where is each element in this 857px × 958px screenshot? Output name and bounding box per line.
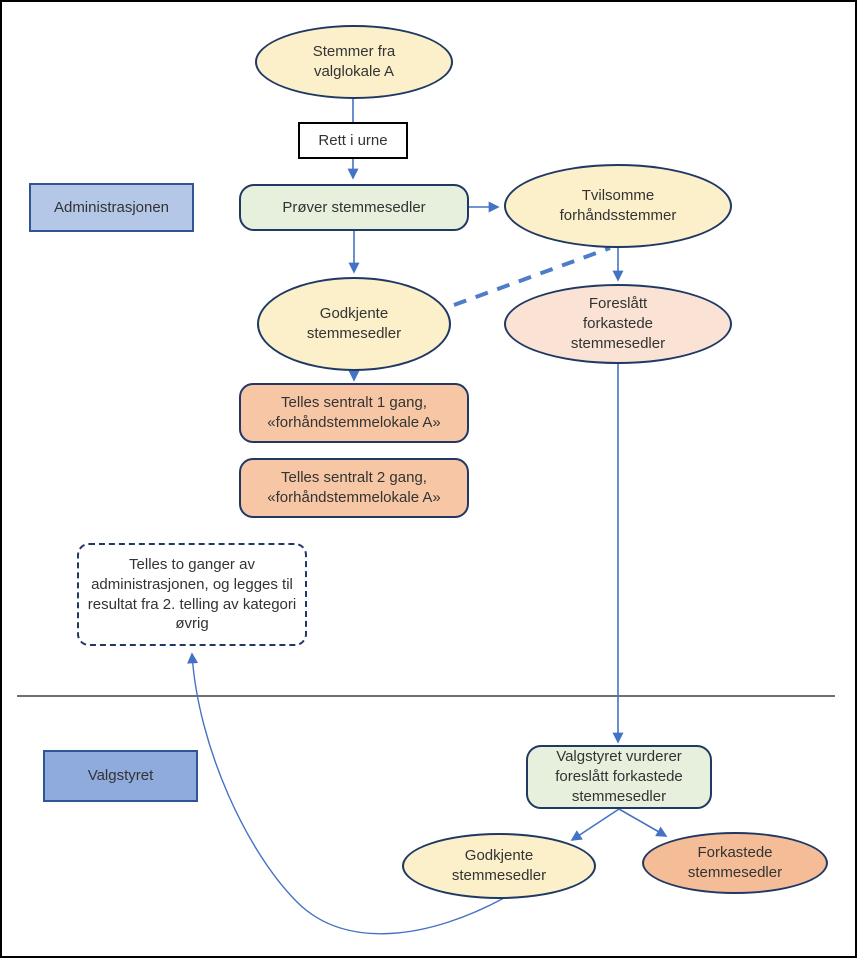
edge-godkjente2-to-note-curve <box>187 652 505 935</box>
node-checks-ballots: Prøver stemmesedler <box>239 184 469 231</box>
node-approved-ballots-admin: Godkjente stemmesedler <box>257 277 451 371</box>
node-label: Foreslått forkastede stemmesedler <box>570 295 666 352</box>
node-label: Godkjente stemmesedler <box>306 305 402 342</box>
node-votes-from-polling-place: Stemmer fra valglokale A <box>255 25 453 99</box>
node-counted-centrally-1: Telles sentralt 1 gang, «forhåndstemmelo… <box>239 383 469 443</box>
node-counted-twice-note: Telles to ganger av administrasjonen, og… <box>77 543 307 646</box>
node-straight-to-ballot-box: Rett i urne <box>298 122 408 159</box>
edge-vurderer-to-forkastede <box>618 808 668 837</box>
lane-label-administration: Administrasjonen <box>29 183 194 232</box>
node-label: Prøver stemmesedler <box>282 198 426 216</box>
node-label: Valgstyret vurderer foreslått forkastede… <box>555 748 683 805</box>
lane-label: Valgstyret <box>87 767 154 785</box>
node-proposed-rejected-ballots: Foreslått forkastede stemmesedler <box>504 284 732 364</box>
node-label: Stemmer fra valglokale A <box>312 43 396 80</box>
node-approved-ballots-board: Godkjente stemmesedler <box>402 833 596 899</box>
lane-label-election-board: Valgstyret <box>43 750 198 802</box>
node-label: Godkjente stemmesedler <box>451 847 547 884</box>
node-doubtful-advance-votes: Tvilsomme forhåndsstemmer <box>504 164 732 248</box>
edge-vurderer-to-godkjente2 <box>570 808 620 841</box>
node-label: Forkastede stemmesedler <box>687 844 783 881</box>
node-label: Rett i urne <box>318 131 388 149</box>
node-board-evaluates-rejected: Valgstyret vurderer foreslått forkastede… <box>526 745 712 809</box>
edge-tvilsomme-godkjente-dashed <box>453 246 611 307</box>
node-label: Telles sentralt 1 gang, «forhåndstemmelo… <box>267 394 441 431</box>
node-counted-centrally-2: Telles sentralt 2 gang, «forhåndstemmelo… <box>239 458 469 518</box>
lane-label: Administrasjonen <box>53 198 170 216</box>
node-label: Tvilsomme forhåndsstemmer <box>559 187 677 224</box>
node-label: Telles sentralt 2 gang, «forhåndstemmelo… <box>267 469 441 506</box>
node-label: Telles to ganger av administrasjonen, og… <box>87 555 297 633</box>
node-rejected-ballots: Forkastede stemmesedler <box>642 832 828 894</box>
